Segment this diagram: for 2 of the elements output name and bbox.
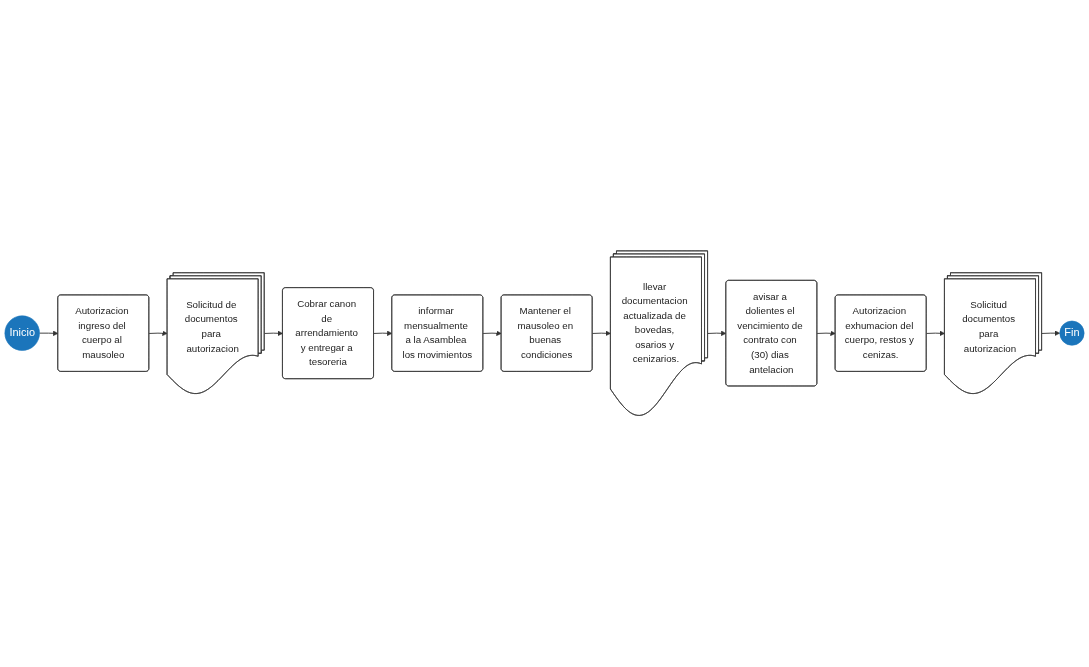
node-circle: Fin — [1059, 321, 1085, 346]
node-circle: Inicio — [4, 315, 40, 352]
